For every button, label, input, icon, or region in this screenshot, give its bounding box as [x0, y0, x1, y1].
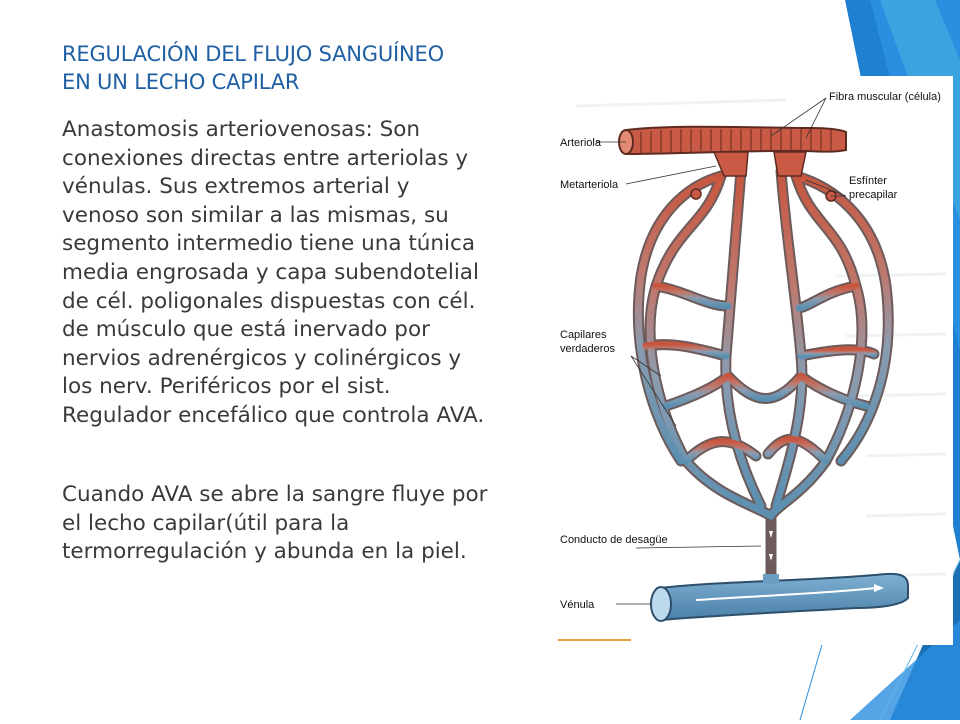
paragraph-anastomosis: Anastomosis arteriovenosas: Son conexion… — [62, 116, 540, 431]
label-metarteriola: Metarteriola — [560, 179, 619, 191]
label-precapilar: precapilar — [849, 189, 898, 201]
paragraph-line: el lecho capilar(útil para la — [62, 510, 350, 536]
paragraph-ava: Cuando AVA se abre la sangre fluye por e… — [62, 481, 540, 567]
title-line-2: EN UN LECHO CAPILAR — [62, 70, 300, 94]
paragraph-line: nervios adrenérgicos y colinérgicos y — [62, 345, 462, 371]
capillary-bed-figure: Fibra muscular (célula) Arteriola Metart… — [556, 76, 953, 645]
arteriole-vessel — [618, 125, 847, 202]
paragraph-line: media engrosada y capa subendotelial — [62, 259, 479, 285]
paragraph-line: Regulador encefálico que controla AVA. — [62, 402, 485, 428]
paragraph-line: Anastomosis arteriovenosas: Son — [62, 117, 421, 142]
venule-vessel — [650, 572, 909, 622]
paragraph-line: de cél. poligonales dispuestas con cél. — [62, 288, 476, 314]
capillary-network — [632, 165, 894, 582]
label-venula: Vénula — [560, 599, 595, 611]
paragraph-line: segmento intermedio tiene una túnica — [62, 231, 476, 257]
label-capilares: Capilares — [560, 329, 607, 341]
paragraph-line: vénulas. Sus extremos arterial y — [62, 174, 410, 200]
flow-arrows — [684, 324, 845, 561]
paragraph-line: termorregulación y abunda en la piel. — [62, 539, 467, 565]
label-arteriola: Arteriola — [560, 137, 602, 149]
slide-title: REGULACIÓN DEL FLUJO SANGUÍNEO EN UN LEC… — [62, 40, 532, 96]
paragraph-line: conexiones directas entre arteriolas y — [62, 145, 469, 171]
label-leader-lines — [596, 97, 847, 605]
title-line-1: REGULACIÓN DEL FLUJO SANGUÍNEO — [62, 42, 444, 66]
figure-labels: Fibra muscular (célula) Arteriola Metart… — [560, 91, 941, 611]
label-esfinter: Esfínter — [849, 175, 887, 187]
label-conducto-desague: Conducto de desagüe — [560, 534, 668, 546]
label-fibra-muscular: Fibra muscular (célula) — [829, 91, 941, 103]
capillary-bed-diagram: Fibra muscular (célula) Arteriola Metart… — [558, 91, 947, 641]
paragraph-line: Cuando AVA se abre la sangre fluye por — [62, 482, 488, 507]
paragraph-line: de músculo que está inervado por — [62, 317, 430, 343]
label-verdaderos: verdaderos — [560, 343, 616, 355]
paragraph-line: los nerv. Periféricos por el sist. — [62, 374, 391, 400]
paragraph-line: venoso son similar a las mismas, su — [62, 202, 449, 228]
